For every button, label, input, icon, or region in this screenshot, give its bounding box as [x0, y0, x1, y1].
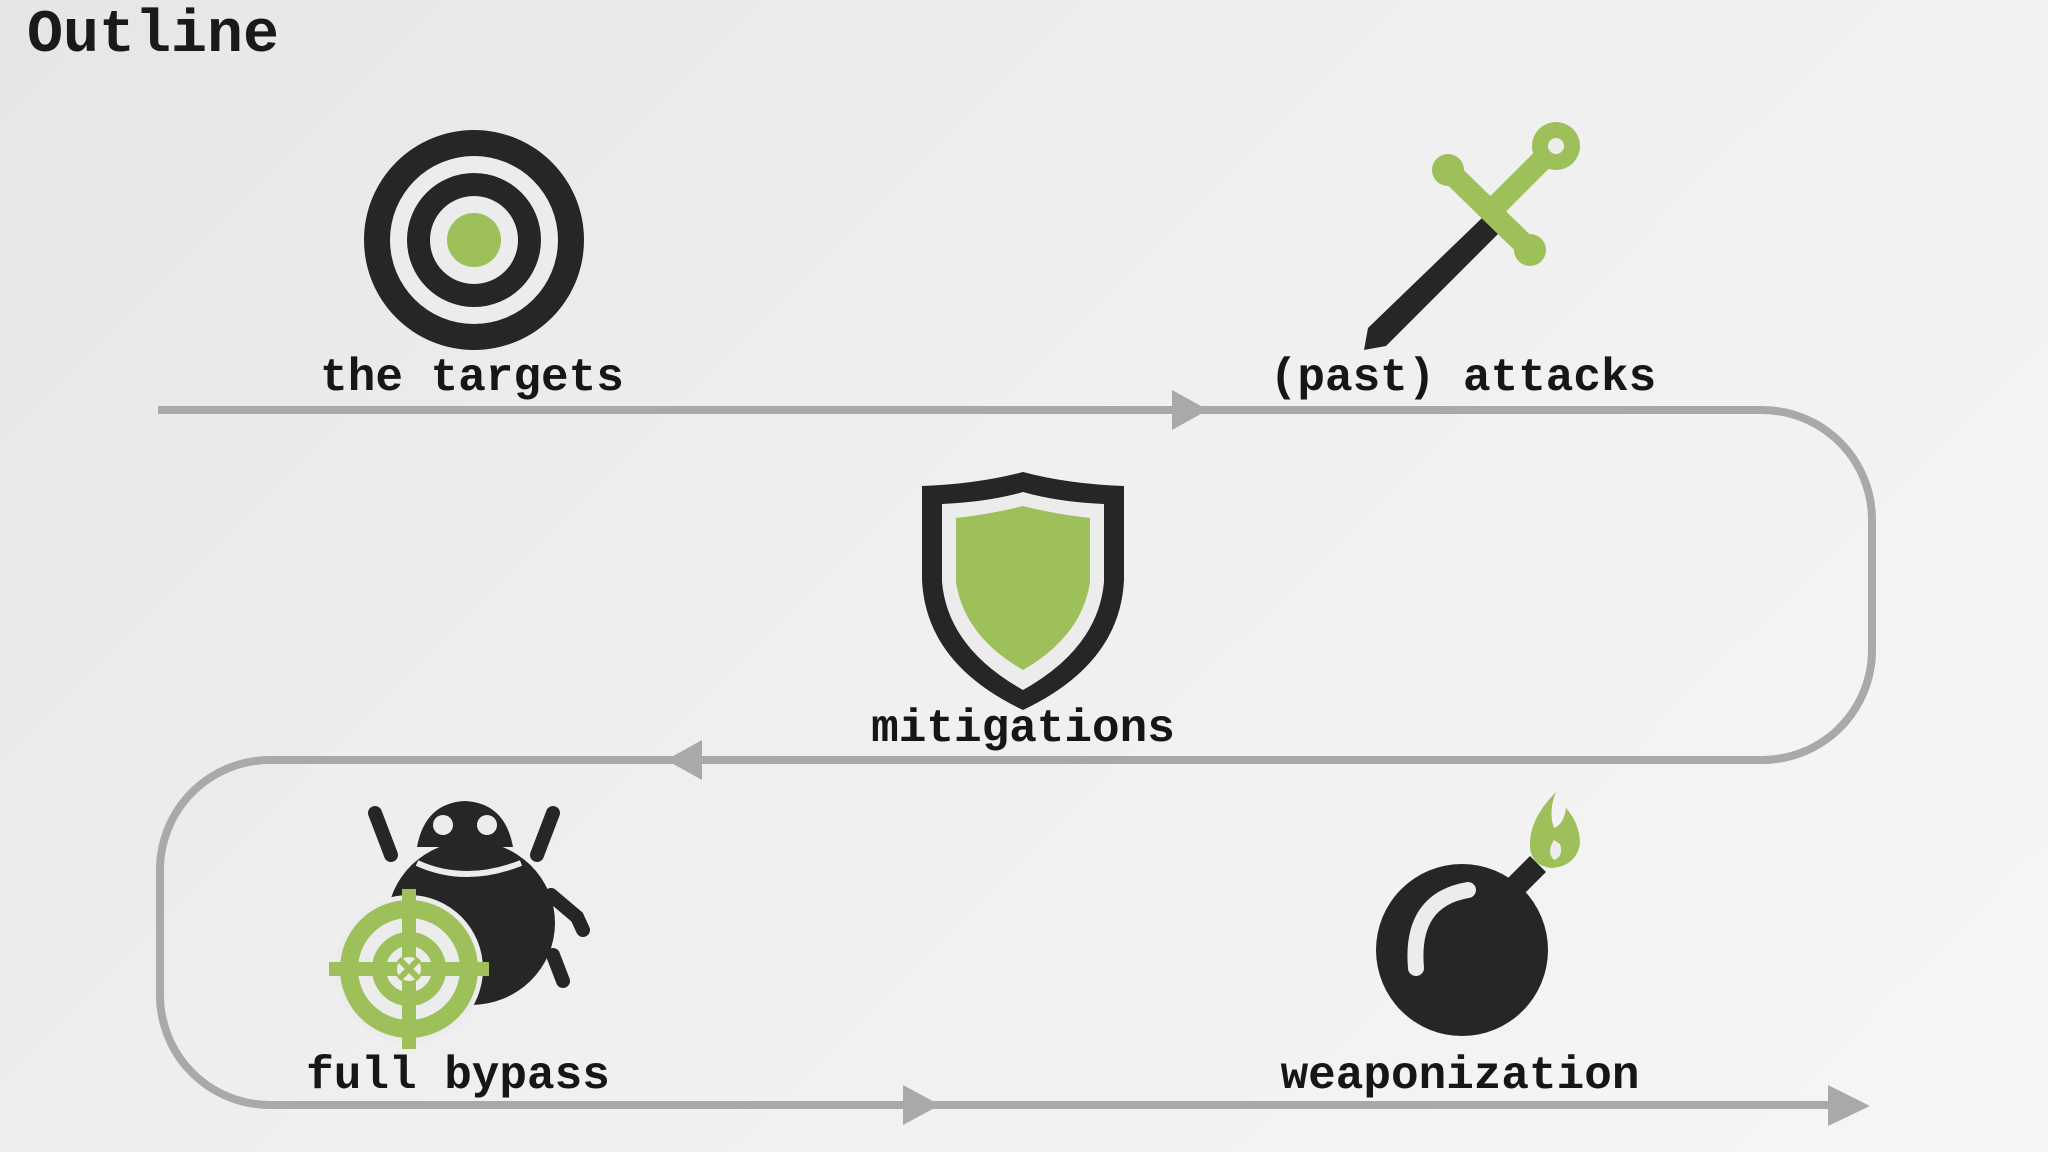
- step-label-weaponization: weaponization: [1280, 1050, 1640, 1102]
- sword-icon: [1364, 122, 1580, 350]
- arrow-left-middle: [666, 740, 702, 780]
- bomb-icon: [1376, 792, 1580, 1036]
- target-icon: [364, 130, 584, 350]
- arrow-right-top: [1172, 390, 1208, 430]
- bug-crosshair-icon: [329, 801, 590, 1049]
- step-label-bypass: full bypass: [306, 1050, 610, 1102]
- slide-title: Outline: [27, 2, 280, 70]
- arrow-end: [1828, 1085, 1870, 1126]
- step-label-mitigations: mitigations: [871, 703, 1175, 755]
- step-label-attacks: (past) attacks: [1269, 352, 1657, 404]
- arrow-right-bottom: [903, 1085, 940, 1125]
- step-label-targets: the targets: [320, 352, 624, 404]
- shield-icon: [922, 472, 1124, 710]
